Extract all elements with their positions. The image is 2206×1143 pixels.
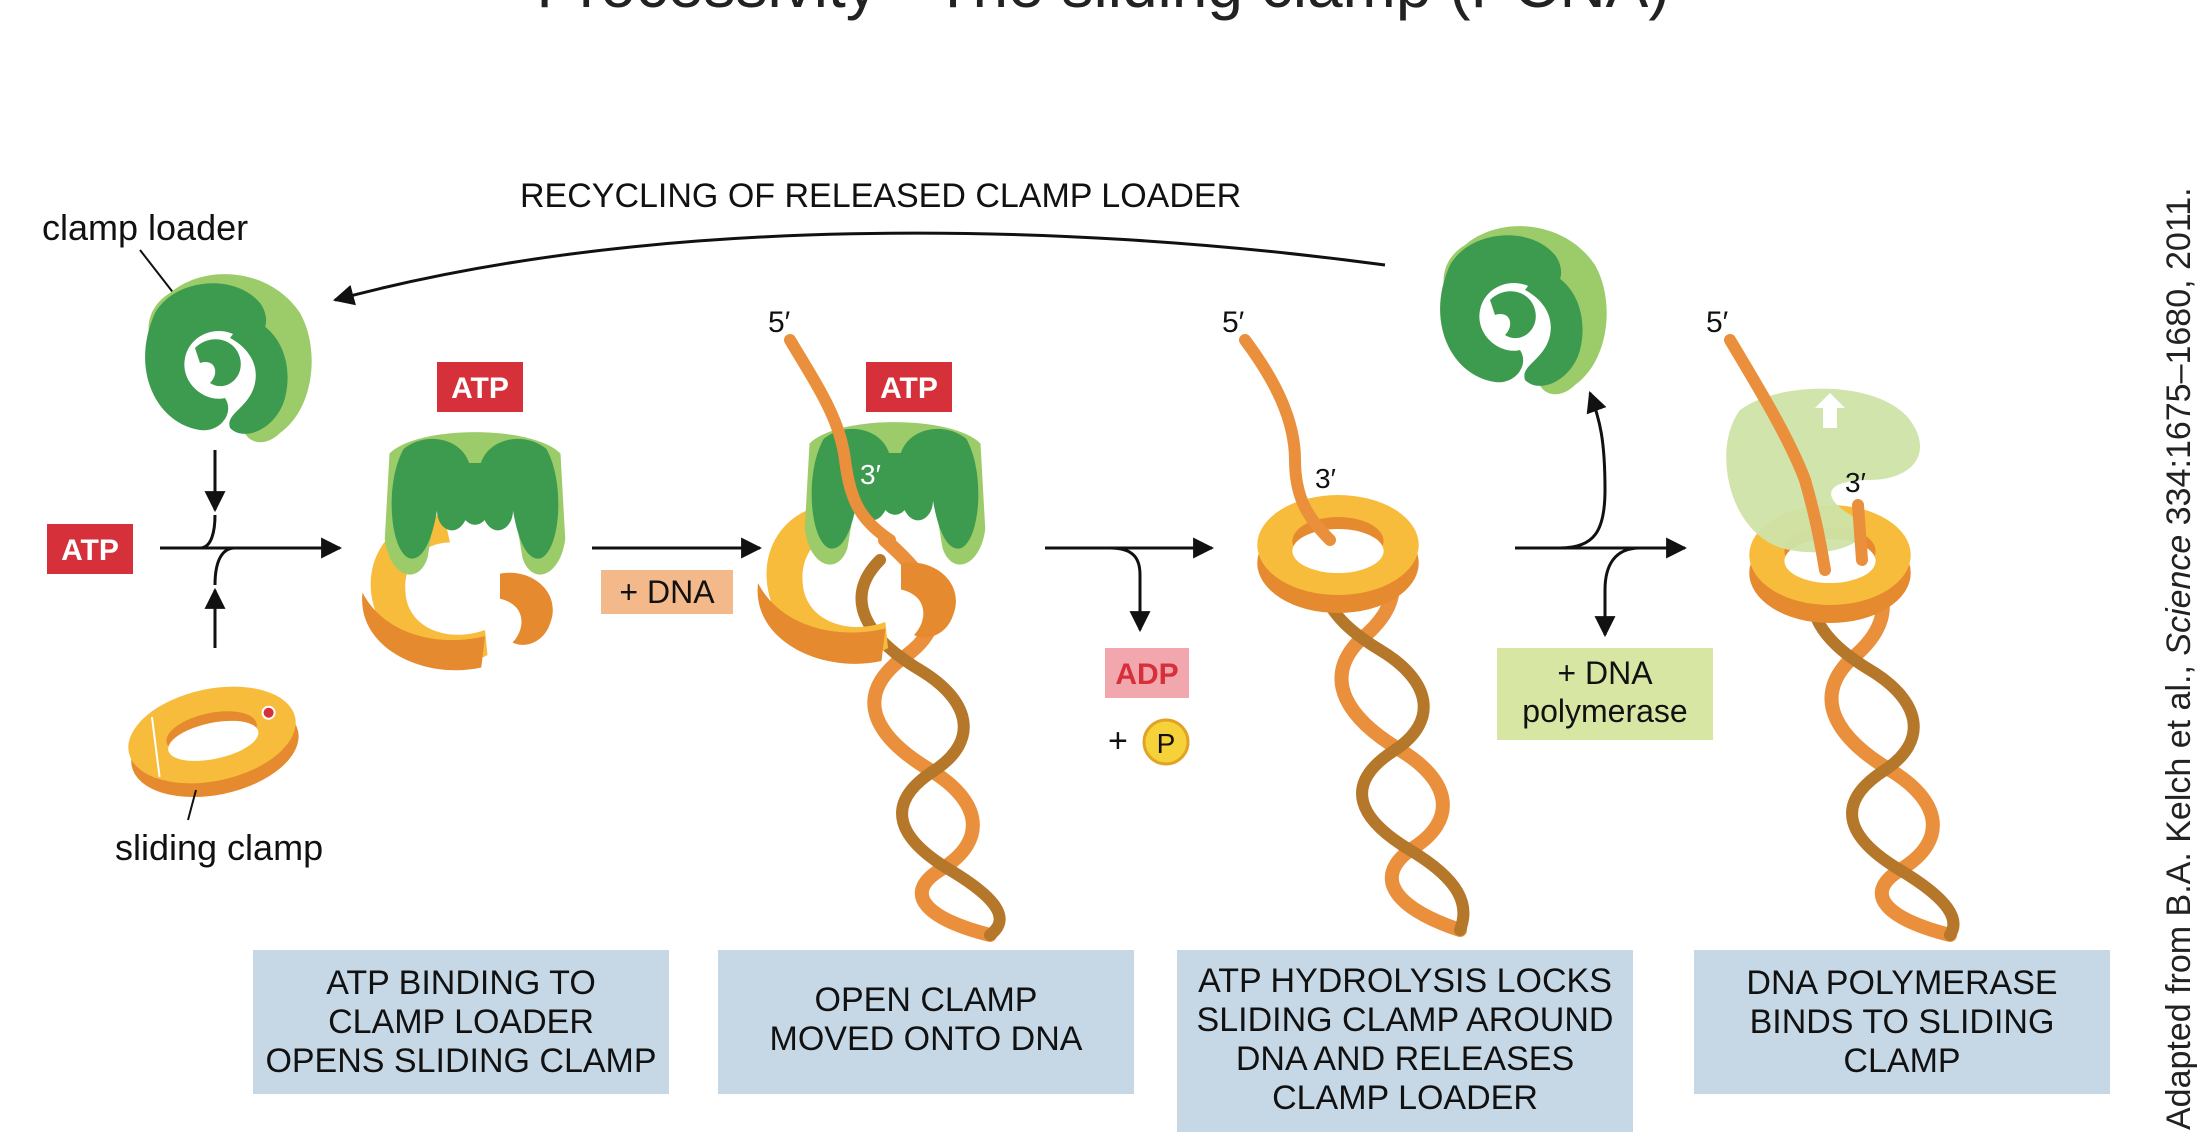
step-2-line-2: MOVED ONTO DNA <box>770 1020 1083 1058</box>
plus-dna-box <box>601 570 733 614</box>
phosphate-icon <box>1142 718 1190 766</box>
atp-badge-step2-text: ATP <box>880 372 938 405</box>
credit-prefix: Adapted from B.A. Kelch et al., <box>2160 655 2198 1130</box>
step-box-4 <box>1694 950 2110 1094</box>
dna-polymerase-text-1: + DNA <box>1557 655 1653 691</box>
step-3-line-4: CLAMP LOADER <box>1272 1079 1538 1117</box>
atp-badge-step2 <box>866 362 952 412</box>
adp-badge-text: ADP <box>1115 658 1178 691</box>
step-1-line-2: CLAMP LOADER <box>328 1003 594 1041</box>
recycling-label: RECYCLING OF RELEASED CLAMP LOADER <box>520 177 1241 215</box>
arrow-icon <box>1594 546 1641 638</box>
atp-badge-left <box>47 524 133 574</box>
arrow-icon <box>1559 391 1607 550</box>
three-prime-label-step2: 3′ <box>860 459 881 490</box>
step-box-1 <box>253 950 669 1094</box>
page-title: Processivity - The sliding clamp (PCNA) <box>0 0 2206 22</box>
step-3-line-2: SLIDING CLAMP AROUND <box>1197 1001 1614 1039</box>
dna-helix-icon <box>1807 533 1960 942</box>
atp-badge-left-text: ATP <box>61 534 119 567</box>
step-1-line-1: ATP BINDING TO <box>326 964 596 1002</box>
five-prime-label-step3: 5′ <box>1222 306 1245 339</box>
dna-polymerase-box <box>1497 648 1713 740</box>
phosphate-text: P <box>1157 728 1176 759</box>
sliding-clamp-leader <box>187 789 197 821</box>
step-box-2 <box>718 950 1134 1094</box>
step-4-line-3: CLAMP <box>1843 1042 1960 1080</box>
adp-badge <box>1105 648 1189 698</box>
source-credit: Adapted from B.A. Kelch et al., Science … <box>2160 187 2199 1130</box>
clamp-loader-icon <box>145 274 312 443</box>
sliding-clamp-label: sliding clamp <box>115 827 323 868</box>
step-4-line-2: BINDS TO SLIDING <box>1750 1003 2055 1041</box>
step-2-line-1: OPEN CLAMP <box>815 981 1038 1019</box>
dna-polymerase-icon <box>1726 388 1921 553</box>
locked-clamp-icon <box>1257 495 1419 613</box>
atp-badge-step1-text: ATP <box>451 372 509 405</box>
dna-strand <box>1239 334 1336 546</box>
polymerase-arrow <box>1815 393 1845 428</box>
step-4-line-1: DNA POLYMERASE <box>1746 964 2057 1002</box>
credit-journal: Science <box>2160 534 2198 656</box>
clamp-loader-label: clamp loader <box>42 207 248 248</box>
arrow-icon <box>160 514 217 550</box>
clamp-loader-atp-complex <box>362 432 566 671</box>
arrow-icon <box>1109 546 1151 633</box>
primer-strand <box>1852 499 1868 566</box>
dna-polymerase-text-2: polymerase <box>1522 693 1687 729</box>
five-prime-label-step2: 5′ <box>768 306 791 339</box>
sliding-clamp-icon <box>128 686 299 798</box>
dna-strand <box>1724 334 1831 576</box>
step-1-line-3: OPENS SLIDING CLAMP <box>265 1042 656 1080</box>
recycling-arrow <box>332 231 1386 306</box>
clamp-loader-leader <box>139 249 176 296</box>
dna-strand <box>784 334 896 546</box>
step-3-line-3: DNA AND RELEASES <box>1236 1040 1574 1078</box>
arrow-icon <box>213 537 343 586</box>
atp-badge-step1 <box>437 362 523 412</box>
credit-suffix: 334:1675–1680, 2011. <box>2160 187 2198 535</box>
plus-dna-text: + DNA <box>619 574 715 610</box>
three-prime-label-step3: 3′ <box>1315 463 1336 494</box>
released-clamp-loader-icon <box>1440 226 1607 395</box>
five-prime-label-step4: 5′ <box>1706 306 1729 339</box>
step-box-3 <box>1177 950 1633 1132</box>
step-3-line-1: ATP HYDROLYSIS LOCKS <box>1198 962 1612 1000</box>
plus-sign: + <box>1108 722 1128 760</box>
three-prime-label-step4: 3′ <box>1845 467 1866 498</box>
